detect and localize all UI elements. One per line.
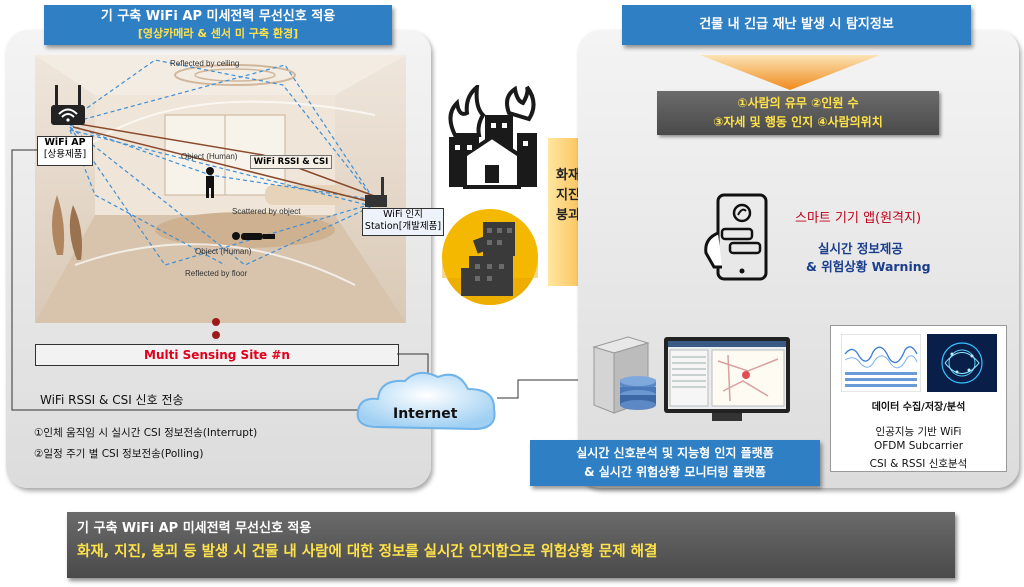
monitor-dashboard [668,341,786,407]
object-human-lying-label: Object (Human) [195,247,252,256]
transmission-label: WiFi RSSI & CSI 신호 전송 [40,393,184,407]
bottom-line2: 화재, 지진, 붕괴 등 발생 시 건물 내 사람에 대한 정보를 실시간 인지… [77,544,658,560]
red-dot-2 [212,331,220,339]
transmission-mode-1: ①인체 움직임 시 실시간 CSI 정보전송(Interrupt) [34,427,258,439]
disaster-fire: 화재 [556,168,580,183]
room-illustration: Reflected by ceiling Object (Human) Scat… [35,55,406,323]
server-icon [592,336,656,414]
right-header-title: 건물 내 긴급 재난 발생 시 탐지정보 [699,17,894,32]
burning-building-icon [448,85,537,189]
internet-cloud-icon [356,371,496,431]
bottom-summary-bar: 기 구축 WiFi AP 미세전력 무선신호 적용 화재, 지진, 붕괴 등 발… [67,512,955,578]
data-panel-desc1: 인공지능 기반 WiFi [875,426,962,438]
bottom-line1: 기 구축 WiFi AP 미세전력 무선신호 적용 [77,521,312,536]
platform-line1: 실시간 신호분석 및 지능형 인지 플랫폼 [576,446,774,460]
right-header: 건물 내 긴급 재난 발생 시 탐지정보 [622,5,971,45]
disaster-earthquake: 지진 [556,188,580,203]
data-panel-title: 데이터 수집/저장/분석 [871,402,966,413]
collapsed-building-icon [442,209,538,305]
reflected-floor-label: Reflected by floor [185,269,248,278]
monitor-screen [668,341,786,409]
transmission-mode-2: ②일정 주기 별 CSI 정보전송(Polling) [34,448,204,460]
detection-info-line1: ①사람의 유무 ②인원 수 [737,96,859,110]
smart-app-title: 스마트 기기 앱(원격지) [795,211,922,226]
data-panel-desc3: CSI & RSSI 신호분석 [869,458,968,470]
wifi-ap-label: WiFi AP [상용제품] [37,136,93,166]
wifi-station-line2: Station[개발제품] [364,221,442,232]
red-dot-1 [212,318,220,326]
detection-info-line2: ③자세 및 행동 인지 ④사람의위치 [713,115,883,129]
data-panel-desc2: OFDM Subcarrier [873,440,964,452]
platform-box: 실시간 신호분석 및 지능형 인지 플랫폼 & 실시간 위험상황 모니터링 플랫… [530,440,820,486]
wifi-station-line1: WiFi 인지 [383,209,423,220]
rssi-csi-label: WiFi RSSI & CSI [250,155,332,169]
object-human-standing-label: Object (Human) [181,152,238,161]
platform-line2: & 실시간 위험상황 모니터링 플랫폼 [584,465,766,479]
smart-app-line2: & 위험상황 Warning [806,259,931,274]
wifi-station-label: WiFi 인지 Station[개발제품] [362,208,444,236]
left-header-line1: 기 구축 WiFi AP 미세전력 무선신호 적용 [100,9,336,24]
left-header: 기 구축 WiFi AP 미세전력 무선신호 적용 [영상카메라 & 센서 미 … [44,5,392,45]
ai-brain-thumbnail [927,334,997,392]
down-arrow-icon [700,55,880,90]
monitor-stand [712,413,742,421]
data-panel-card: 데이터 수집/저장/분석 인공지능 기반 WiFi OFDM Subcarrie… [830,325,1007,472]
disaster-collapse: 붕괴 [556,208,580,223]
detection-info-box: ①사람의 유무 ②인원 수 ③자세 및 행동 인지 ④사람의위치 [657,91,939,135]
internet-label: Internet [393,406,458,422]
wifi-ap-line1: WiFi AP [44,137,86,148]
left-header-line2: [영상카메라 & 센서 미 구축 환경] [137,27,299,40]
smart-app-line1: 실시간 정보제공 [818,241,903,256]
smartphone-app-icon [704,193,768,281]
monitoring-monitor [664,337,790,421]
wifi-ap-line2: [상용제품] [43,149,87,160]
disaster-arrow-text: 화재 지진 붕괴 [552,166,584,226]
data-chart-thumbnail [841,334,921,392]
reflected-ceiling-label: Reflected by ceiling [170,59,240,68]
multi-sensing-bar: Multi Sensing Site #n [35,344,399,366]
scattered-label: Scattered by object [232,207,301,216]
